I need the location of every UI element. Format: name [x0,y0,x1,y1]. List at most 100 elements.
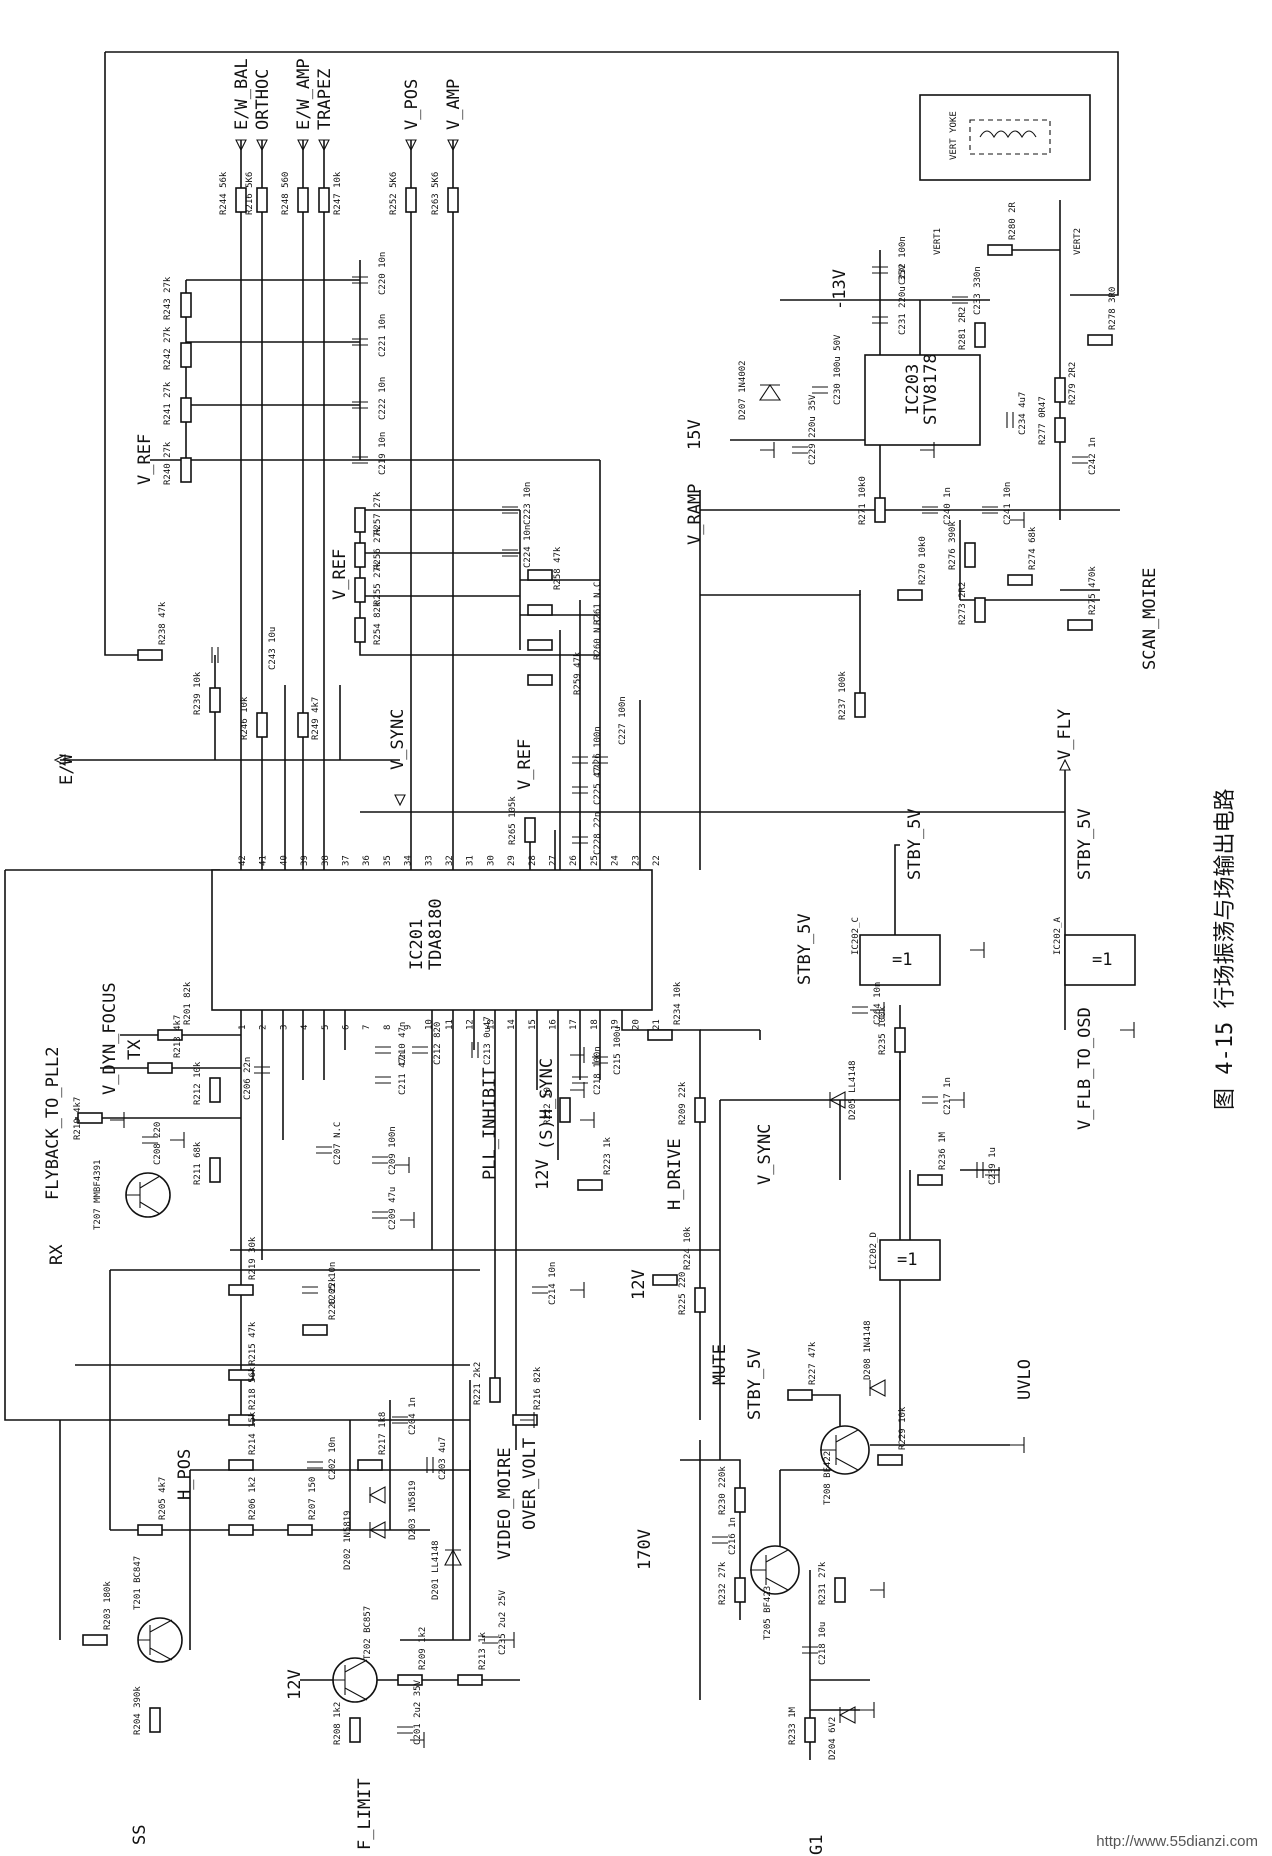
signal-labels: E/W_BAL ORTHOC E/W_AMP TRAPEZ V_POS V_AM… [43,58,1160,1855]
capacitor-label: C216 1n [728,1517,738,1555]
resistor-label: R237 100k [838,671,848,720]
ic203-ref: IC203 [903,364,923,415]
ground-symbol [1120,1022,1135,1038]
signal-uvlo: UVLO [1015,1359,1035,1400]
ic201-pin-number: 11 [445,1019,455,1030]
diode-d203: D203 1N5819 [368,1480,418,1540]
ic201-pin-number: 21 [652,1019,662,1030]
signal-12v-1: 12V [533,1159,553,1190]
resistor-label: R240 27k [163,441,173,485]
ic203-block: IC203 STV8178 [864,353,981,446]
ic203-part: STV8178 [921,353,941,425]
signal-ss: SS [130,1825,150,1845]
capacitor-c204 [392,1416,408,1424]
t207-label: T207 MMBF4391 [93,1160,103,1230]
ground-layer [110,442,1135,1748]
signal-vert1: VERT1 [933,228,943,255]
ic201-pin-number: 14 [507,1019,517,1030]
ground-symbol [570,1047,585,1063]
signal-v-fly: V_FLY [1055,709,1075,760]
resistor-label: R275 470k [1088,566,1098,615]
ic201-pin-number: 31 [466,855,476,866]
resistor-label: R254 82k [373,601,383,645]
signal-pll-inhibit: PLL_INHIBIT [480,1067,500,1180]
signal-v-flb-to-osd: V_FLB_TO_OSD [1075,1007,1095,1130]
resistor-label: R239 10k [193,671,203,715]
signal-v-sync-2: V_SYNC [755,1124,775,1185]
capacitor-label: C229 220u 35V [808,394,818,465]
capacitor-c264 [852,1006,868,1014]
capacitor-label: C219 10n [378,432,388,475]
resistor-label: R241 27k [163,381,173,425]
resistor-label: R216 5K6 [245,172,255,215]
capacitor-c205 [302,1286,318,1294]
capacitor-c233 [952,296,968,304]
ic201-pin-number: 19 [611,1019,621,1030]
capacitor-c201 [397,1726,413,1734]
ic201-pin-number: 12 [466,1019,476,1030]
resistor-r239 [209,687,221,713]
resistor-r223 [577,1179,603,1191]
resistor-r240 [180,457,192,483]
resistor-label: R218 56k [248,1366,258,1410]
capacitor-label: C213 0u47 [483,1016,493,1065]
t208-label: T208 BF422 [823,1451,833,1505]
ic201-pin-number: 9 [404,1025,414,1030]
signal-g1: G1 [807,1835,827,1855]
signal-v-dyn-focus: V_DYN_FOCUS [100,982,120,1095]
ic202a-symbol: =1 [1092,950,1112,970]
resistor-r206 [228,1524,254,1536]
ground-symbol [950,1092,965,1108]
ground-symbol [1010,512,1025,528]
signal-v-ref-3: V_REF [515,739,535,790]
resistor-label: R274 68k [1028,526,1038,570]
capacitor-label: C228 22n [593,812,603,855]
ground-symbol [580,1112,595,1128]
capacitor-label: C204 1n [408,1397,418,1435]
resistor-r280 [987,244,1013,256]
ground-symbol [170,1132,185,1148]
resistor-r246 [256,712,268,738]
ic202a-ref: IC202_A [1053,916,1063,955]
resistor-label: R252 5K6 [389,172,399,215]
resistor-label: R246 10k [240,696,250,740]
capacitor-label: C223 10n [523,482,533,525]
resistor-r261 [527,604,553,616]
capacitor-c213 [471,1042,479,1058]
ic201-pin-number: 35 [383,855,393,866]
capacitor-label: C218 100n [593,1046,603,1095]
capacitor-c222 [352,401,368,409]
connector-arrows [53,139,1071,807]
d203-label: D203 1N5819 [408,1480,418,1540]
resistor-r277 [1054,417,1066,443]
signal-12v-2: 12V [629,1269,649,1300]
ground-symbol [500,1632,515,1648]
capacitor-c227 [592,756,608,764]
resistor-label: R281 2R2 [958,307,968,350]
resistor-label: R263 5K6 [431,172,441,215]
resistor-r265 [524,817,536,843]
ic201-pin-number: 29 [507,855,517,866]
resistor-label: R220 22k [328,1276,338,1320]
resistor-r276 [964,542,976,568]
capacitor-c216 [712,1536,728,1544]
signal-e-w-bal: E/W_BAL [232,58,252,130]
resistor-label: R209 22k [678,1081,688,1125]
capacitor-c226 [572,756,588,764]
capacitor-label: C217 1n [943,1077,953,1115]
ic201-pin-number: 6 [342,1025,352,1030]
resistor-r257 [354,507,366,533]
resistor-r258 [527,569,553,581]
ic201-pin-number: 39 [300,855,310,866]
ic201-pin-number: 17 [569,1019,579,1030]
resistor-r218 [228,1414,254,1426]
resistor-r216 [256,187,268,213]
resistor-label: R238 47k [158,601,168,645]
capacitor-label: C230 100u 50V [833,334,843,405]
resistor-r209b [397,1674,423,1686]
signal-e-w: E/W [57,754,77,785]
